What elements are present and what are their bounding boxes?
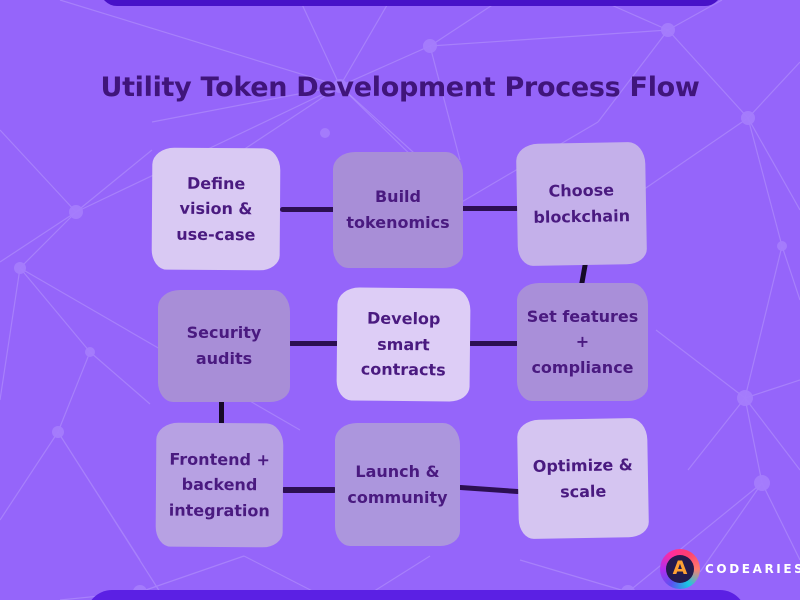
codearies-a-glyph: A [672,556,688,579]
step-label: Optimize & scale [532,455,633,501]
step-label: Choose blockchain [533,180,631,227]
step-label: Define vision & use-case [176,173,256,245]
connector-security-to-develop [288,341,340,346]
step-label: Security audits [186,323,262,368]
step-label: Launch & community [347,461,448,507]
step-label: Build tokenomics [346,187,450,232]
step-features-compliance: Set features + compliance [517,283,648,401]
step-label: Develop smart contracts [360,308,446,380]
connector-define-to-build [280,207,338,212]
connector-security-to-frontend [219,399,224,426]
step-build-tokenomics: Build tokenomics [333,152,463,268]
step-label: Set features + compliance [526,306,639,377]
step-choose-blockchain: Choose blockchain [515,141,648,267]
step-define-vision: Define vision & use-case [151,147,281,271]
bottom-decorative-band [86,590,746,600]
step-launch-community: Launch & community [335,423,460,546]
step-security-audits: Security audits [158,290,290,402]
step-label: Frontend + backend integration [168,449,270,521]
top-decorative-band [100,0,722,6]
connector-develop-to-features [468,341,519,346]
brand-logo: A CODEARIES [660,549,800,589]
step-frontend-backend: Frontend + backend integration [155,422,284,548]
connector-frontend-to-launch [281,487,337,493]
step-optimize-scale: Optimize & scale [516,417,650,540]
step-develop-contracts: Develop smart contracts [336,287,471,402]
brand-name: CODEARIES [705,562,800,576]
page-title: Utility Token Development Process Flow [100,72,700,103]
connector-build-to-choose [458,206,519,211]
codearies-logo-icon: A [660,549,700,589]
codearies-logo-core: A [666,555,694,583]
